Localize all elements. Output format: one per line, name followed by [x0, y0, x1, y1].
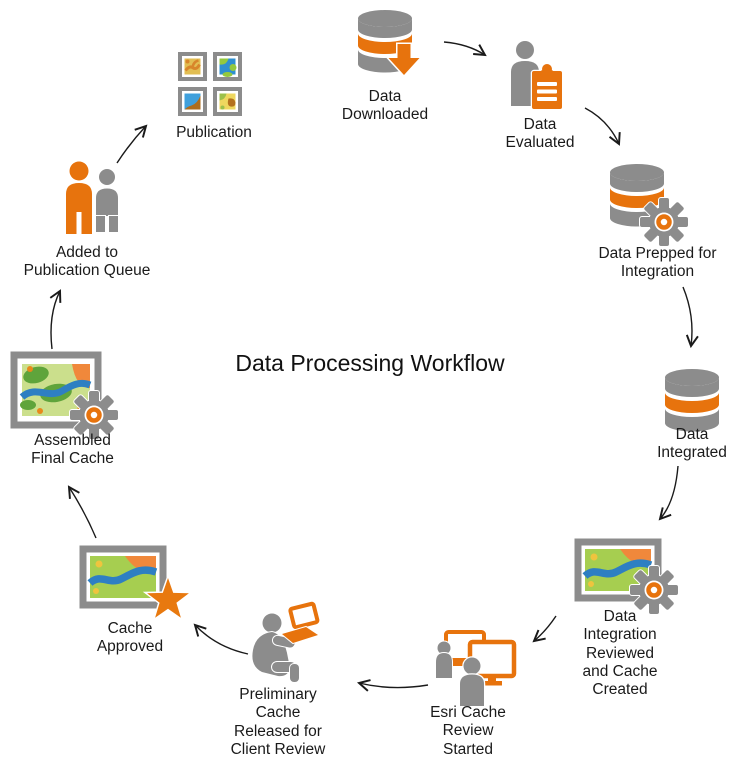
- node-label: Data Evaluated: [505, 116, 575, 152]
- database-download-icon: [358, 10, 423, 78]
- node-label: Preliminary Cache Released for Client Re…: [230, 686, 326, 758]
- node-label: Assembled Final Cache: [31, 432, 114, 468]
- diagram-title: Data Processing Workflow: [235, 350, 505, 376]
- two-people-icon: [66, 160, 119, 234]
- map-star-icon: [71, 543, 194, 622]
- arrow-queue-to-publication: [116, 124, 148, 164]
- node-label: Publication: [176, 124, 252, 141]
- person-clipboard-icon: [510, 40, 564, 111]
- arrow-reviewed-to-esri-review: [532, 615, 557, 643]
- node-label: Data Integration Reviewed and Cache Crea…: [582, 608, 658, 699]
- node-label: Added to Publication Queue: [23, 244, 151, 280]
- arrow-downloaded-to-evaluated: [443, 41, 487, 57]
- review-monitors-icon: [435, 630, 517, 708]
- arrow-approved-to-assembled: [67, 485, 97, 539]
- arrow-prepped-to-integrated: [682, 286, 699, 349]
- database-icon: [665, 369, 719, 432]
- map-gear-icon: [10, 351, 118, 435]
- map-gear-icon: [572, 536, 678, 614]
- database-gear-icon: [610, 164, 688, 246]
- arrow-assembled-to-queue: [49, 289, 62, 350]
- node-label: Data Prepped for Integration: [598, 245, 717, 281]
- arrow-preliminary-to-approved: [193, 623, 249, 655]
- node-label: Data Downloaded: [341, 88, 429, 124]
- arrow-integrated-to-reviewed: [658, 465, 679, 521]
- map-tiles-icon: [178, 52, 242, 116]
- node-label: Cache Approved: [96, 620, 164, 656]
- person-laptop-icon: [251, 601, 321, 683]
- node-label: Esri Cache Review Started: [430, 704, 506, 758]
- node-label: Data Integrated: [657, 426, 727, 462]
- arrow-esri-review-to-preliminary: [356, 679, 429, 692]
